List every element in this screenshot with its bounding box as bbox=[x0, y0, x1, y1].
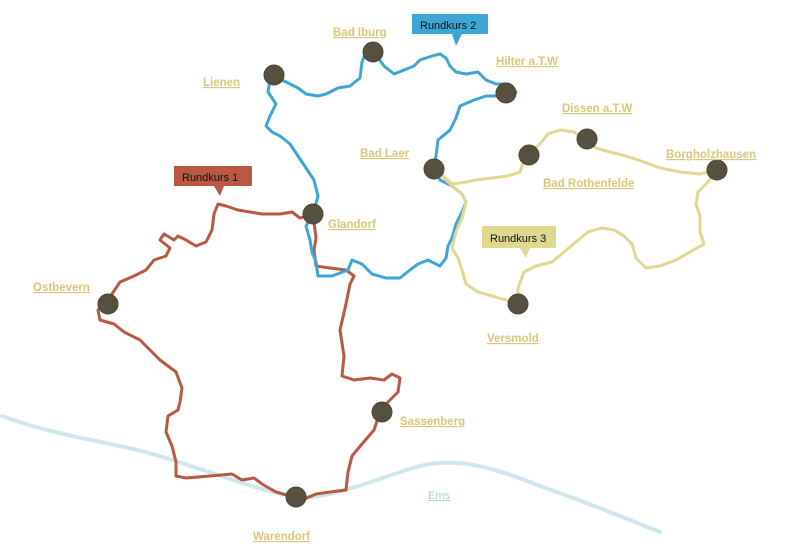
town-dot-lienen[interactable] bbox=[263, 64, 285, 86]
route-3-tag[interactable]: Rundkurs 3 bbox=[482, 226, 556, 258]
route-2-tag[interactable]: Rundkurs 2 bbox=[412, 14, 488, 46]
town-dot-dissen[interactable] bbox=[576, 128, 598, 150]
town-label-bad-rothenfelde[interactable]: Bad Rothenfelde bbox=[543, 178, 634, 190]
town-dot-borgholzhausen[interactable] bbox=[706, 159, 728, 181]
route-1-tag-label: Rundkurs 1 bbox=[182, 172, 238, 184]
town-label-ostbevern[interactable]: Ostbevern bbox=[33, 282, 90, 294]
town-dot-bad-laer[interactable] bbox=[423, 158, 445, 180]
town-dot-bad-rothenfelde[interactable] bbox=[518, 144, 540, 166]
town-label-dissen[interactable]: Dissen a.T.W bbox=[562, 103, 632, 115]
town-dot-hilter[interactable] bbox=[495, 82, 517, 104]
route-1-path[interactable] bbox=[96, 202, 402, 502]
town-label-sassenberg[interactable]: Sassenberg bbox=[400, 416, 465, 428]
route-3-tag-label: Rundkurs 3 bbox=[490, 233, 546, 245]
town-dot-glandorf[interactable] bbox=[302, 203, 324, 225]
route-2-tag-label: Rundkurs 2 bbox=[420, 20, 476, 32]
route-2-path[interactable] bbox=[264, 50, 518, 280]
town-dot-sassenberg[interactable] bbox=[371, 401, 393, 423]
town-label-glandorf[interactable]: Glandorf bbox=[328, 219, 376, 231]
town-dot-versmold[interactable] bbox=[507, 293, 529, 315]
town-dot-ostbevern[interactable] bbox=[97, 293, 119, 315]
town-label-hilter[interactable]: Hilter a.T.W bbox=[496, 56, 558, 68]
river-label: Ems bbox=[428, 490, 451, 502]
town-dot-bad-iburg[interactable] bbox=[362, 41, 384, 63]
town-label-lienen[interactable]: Lienen bbox=[203, 77, 240, 89]
route-1-tag[interactable]: Rundkurs 1 bbox=[174, 166, 252, 196]
town-label-warendorf[interactable]: Warendorf bbox=[253, 531, 310, 543]
town-label-borgholzhausen[interactable]: Borgholzhausen bbox=[666, 149, 756, 161]
town-dot-warendorf[interactable] bbox=[285, 486, 307, 508]
town-label-bad-laer[interactable]: Bad Laer bbox=[360, 148, 410, 160]
river-ems bbox=[0, 414, 662, 534]
route-3-path[interactable] bbox=[432, 128, 718, 306]
town-label-bad-iburg[interactable]: Bad Iburg bbox=[333, 27, 387, 39]
town-label-versmold[interactable]: Versmold bbox=[487, 333, 539, 345]
